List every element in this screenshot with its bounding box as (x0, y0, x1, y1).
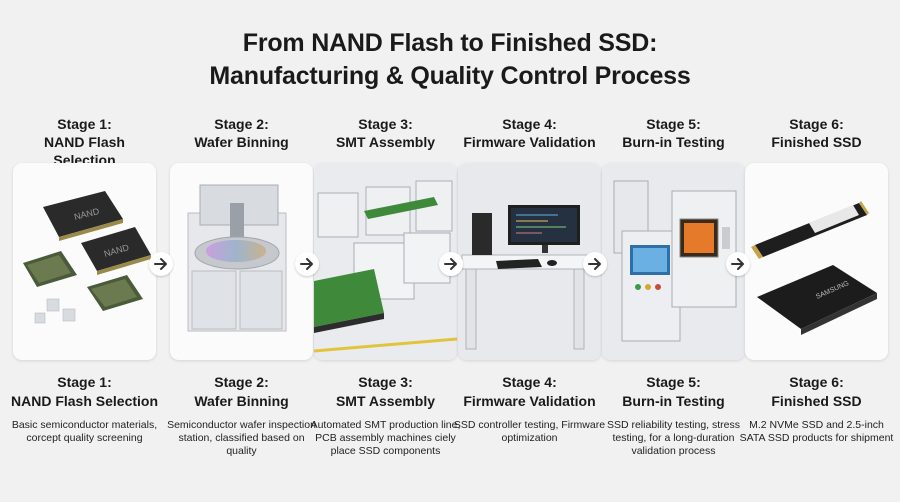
stage-number: Stage 5: (646, 374, 701, 390)
stage-number: Stage 4: (502, 116, 557, 132)
stage-4-top-label: Stage 4: Firmware Validation (458, 115, 601, 153)
stage-6-top-label: Stage 6: Finished SSD (745, 115, 888, 153)
m2-nvme-ssd-icon (751, 201, 869, 259)
wafer-station-icon (187, 184, 287, 332)
stage-2-description: Semiconductor wafer inspection station, … (167, 419, 316, 457)
stage-2: Stage 2: Wafer Binning Stage 2: Wafer Bi… (167, 115, 316, 457)
stage-3-top-label: Stage 3: SMT Assembly (314, 115, 457, 153)
stage-6-bottom-label: Stage 6: Finished SSD (739, 373, 894, 411)
stage-2-image (170, 163, 313, 360)
stage-3-description: Automated SMT production line, PCB assem… (310, 419, 461, 457)
stage-number: Stage 2: (214, 116, 269, 132)
stage-title: NAND Flash Selection (10, 393, 159, 409)
stage-4: Stage 4: Firmware Validation (454, 115, 605, 444)
environmental-chamber-icon (671, 190, 737, 308)
stage-number: Stage 1: (57, 374, 112, 390)
stage-1-top-label: Stage 1: NAND Flash Selection (13, 115, 156, 168)
stage-title: Burn-in Testing (622, 134, 725, 150)
stage-number: Stage 4: (502, 374, 557, 390)
arrow-right-icon (295, 252, 319, 276)
stage-title: SMT Assembly (335, 134, 436, 150)
stage-4-description: SSD controller testing, Firmware optimiz… (453, 419, 606, 444)
smt-machine-icon (317, 180, 453, 300)
arrow-right-icon (583, 252, 607, 276)
stage-number: Stage 6: (789, 374, 844, 390)
stage-title: Wafer Binning (194, 393, 289, 409)
arrow-right-icon (726, 252, 750, 276)
stage-number: Stage 1: (57, 116, 112, 132)
stage-5-image (602, 163, 745, 360)
pc-tower-icon (472, 213, 492, 255)
diagram-title: From NAND Flash to Finished SSD: Manufac… (0, 27, 900, 93)
stage-4-bottom-label: Stage 4: Firmware Validation (452, 373, 607, 411)
title-line-2: Manufacturing & Quality Control Process (209, 62, 691, 90)
stage-1-bottom-label: Stage 1: NAND Flash Selection (7, 373, 162, 411)
stage-5-bottom-label: Stage 5: Burn-in Testing (596, 373, 751, 411)
stage-6-description: M.2 NVMe SSD and 2.5-inch SATA SSD produ… (739, 419, 894, 444)
stage-1-image: NAND NAND (13, 163, 156, 360)
arrow-right-icon (149, 252, 173, 276)
bga-chip-icon (23, 251, 77, 287)
stage-5-top-label: Stage 5: Burn-in Testing (602, 115, 745, 153)
stage-1: Stage 1: NAND Flash Selection NAND NAND (11, 115, 158, 444)
stage-6: Stage 6: Finished SSD SAMSUNG Stage 6: F… (740, 115, 894, 444)
stage-title: SMT Assembly (335, 393, 436, 409)
bga-chip-icon (87, 275, 143, 311)
stage-number: Stage 2: (214, 374, 269, 390)
monitor-icon (508, 205, 580, 253)
stage-2-bottom-label: Stage 2: Wafer Binning (164, 373, 319, 411)
stage-3: Stage 3: SMT Assembly Stage 3: SMT Assem… (311, 115, 461, 457)
keyboard-icon (496, 259, 557, 269)
stage-number: Stage 6: (789, 116, 844, 132)
stage-2-top-label: Stage 2: Wafer Binning (170, 115, 313, 153)
stage-title: Finished SSD (771, 393, 862, 409)
stage-3-bottom-label: Stage 3: SMT Assembly (308, 373, 463, 411)
stage-title: Firmware Validation (463, 393, 596, 409)
stage-number: Stage 5: (646, 116, 701, 132)
stage-1-description: Basic semiconductor materials, corcept q… (11, 419, 158, 444)
pcb-conveyor-icon (314, 197, 438, 333)
stage-5: Stage 5: Burn-in Testing Stage 5: (602, 115, 745, 457)
sata-ssd-icon: SAMSUNG (757, 265, 877, 335)
stage-3-image (314, 163, 457, 360)
component-cube-icon (34, 298, 76, 324)
stage-title: Finished SSD (771, 134, 862, 150)
stage-title: Wafer Binning (194, 134, 289, 150)
title-line-1: From NAND Flash to Finished SSD: (242, 29, 658, 57)
stage-5-description: SSD reliability testing, stress testing,… (606, 419, 741, 457)
stage-title: Firmware Validation (463, 134, 596, 150)
nand-chip-icon: NAND (81, 227, 151, 275)
nand-chip-icon: NAND (43, 191, 123, 241)
stage-title: Burn-in Testing (622, 393, 725, 409)
stage-number: Stage 3: (358, 116, 413, 132)
stage-number: Stage 3: (358, 374, 413, 390)
stage-4-image (458, 163, 601, 360)
arrow-right-icon (439, 252, 463, 276)
stage-6-image: SAMSUNG (745, 163, 888, 360)
